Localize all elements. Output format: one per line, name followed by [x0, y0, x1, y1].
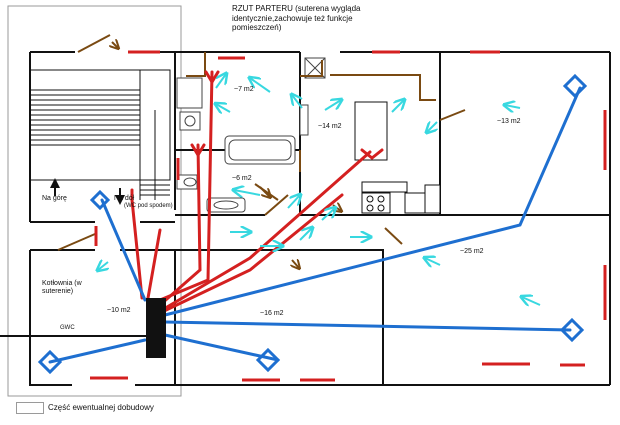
area-bath-top: ~7 m2: [234, 86, 254, 93]
label-boiler-room: Kotłownia (w suterenie): [42, 280, 82, 296]
area-room-ne: ~13 m2: [497, 118, 521, 125]
area-boiler: ~10 m2: [107, 307, 131, 314]
walls: [0, 51, 611, 386]
kitchen-fixtures: [354, 101, 441, 214]
area-hall: ~16 m2: [260, 310, 284, 317]
label-up: Na górę: [42, 195, 67, 202]
bathroom-fixtures: [176, 57, 326, 213]
area-kitchen: ~14 m2: [318, 123, 342, 130]
label-gwc: GWC: [60, 325, 75, 331]
diffuser-icon: [37, 73, 588, 375]
legend-text: Część ewentualnej dobudowy: [48, 403, 154, 412]
area-living: ~25 m2: [460, 248, 484, 255]
airflow-arrows: [98, 74, 541, 305]
plan-title: RZUT PARTERU (suterena wygląda identyczn…: [232, 4, 361, 33]
area-bath-bottom: ~6 m2: [232, 175, 252, 182]
recuperator-icon: [146, 298, 166, 358]
door-swing-arrow: [292, 260, 299, 268]
extension-outline: [7, 5, 182, 397]
stairs-icon: [29, 69, 171, 200]
label-wc-below: (WC pod spodem): [124, 203, 173, 209]
door-swing-arrow: [112, 42, 118, 48]
supply-ducts: [130, 70, 384, 314]
label-down: Na dół: [114, 195, 135, 202]
doors: [57, 34, 466, 251]
return-ducts: [48, 86, 582, 364]
legend-swatch: [16, 402, 44, 414]
window-markers: [90, 50, 607, 382]
door-swing-arrow: [259, 186, 270, 197]
